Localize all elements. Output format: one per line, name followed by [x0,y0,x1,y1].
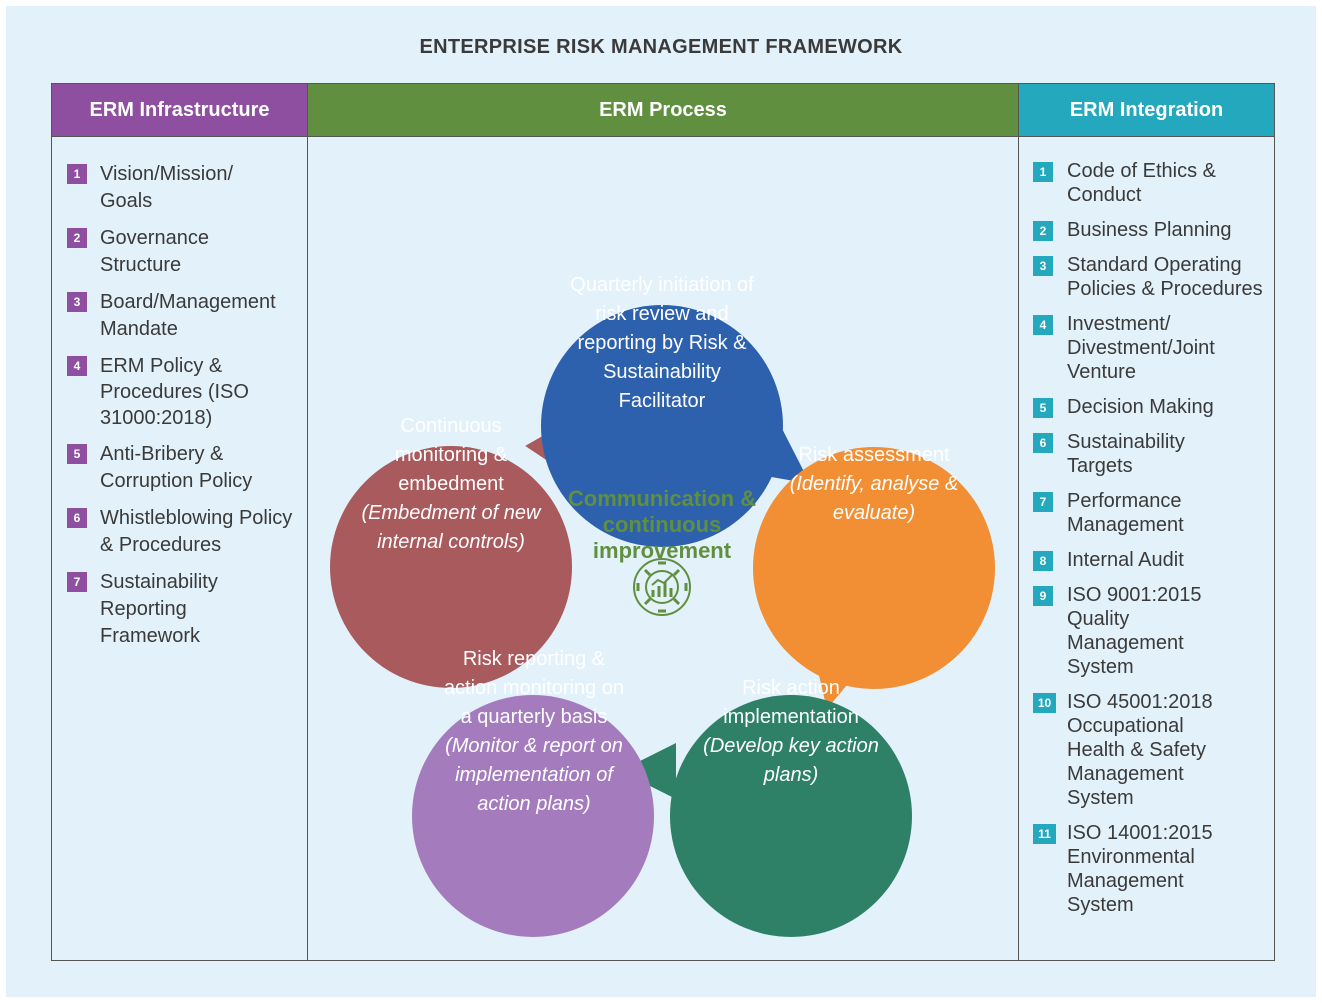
item-label: Whistleblowing Policy & Procedures [100,507,293,556]
step-text-action-implementation: Risk action implementation (Develop key … [703,677,879,786]
item-number-badge: 5 [67,444,87,464]
gear-chart-icon [633,558,691,616]
item-label: Governance Structure [100,227,209,276]
list-item: 8 Internal Audit [1033,548,1266,572]
item-label: Performance Management [1067,490,1184,536]
item-label: Decision Making [1067,396,1214,418]
item-number-badge: 1 [1033,162,1053,182]
item-label: Investment/ Divestment/Joint Venture [1067,313,1215,383]
list-item: 7 Performance Management [1033,489,1227,537]
item-number-badge: 2 [1033,221,1053,241]
item-number-badge: 5 [1033,398,1053,418]
item-label: Internal Audit [1067,549,1184,571]
item-number-badge: 6 [67,508,87,528]
item-label: Business Planning [1067,219,1232,241]
list-item: 6 Sustainability Targets [1033,430,1227,478]
item-number-badge: 7 [67,572,87,592]
item-number-badge: 4 [1033,315,1053,335]
step-circle-quarterly-initiation [541,305,783,547]
list-item: 5 Anti-Bribery & Corruption Policy [67,441,297,495]
infrastructure-list: 1 Vision/Mission/ Goals 2 Governance Struc… [52,137,307,650]
step-circle-risk-reporting [412,695,654,937]
list-item: 9 ISO 9001:2015 Quality Management System [1033,583,1237,679]
item-number-badge: 1 [67,164,87,184]
item-number-badge: 9 [1033,586,1053,606]
item-number-badge: 11 [1033,824,1056,844]
item-number-badge: 7 [1033,492,1053,512]
process-header: ERM Process [308,84,1018,137]
item-label: Anti-Bribery & Corruption Policy [100,443,253,492]
item-label: Sustainability Reporting Framework [100,571,218,647]
item-number-badge: 3 [67,292,87,312]
list-item: 4 ERM Policy & Procedures (ISO 31000:2018… [67,353,297,431]
step-circle-continuous-monitoring [330,446,572,688]
list-item: 10 ISO 45001:2018 Occupational Health & S… [1033,690,1247,810]
infrastructure-header: ERM Infrastructure [52,84,307,137]
step-text-risk-assessment: Risk assessment (Identify, analyse & eva… [789,444,959,524]
item-label: Vision/Mission/ Goals [100,163,234,212]
list-item: 2 Business Planning [1033,218,1266,242]
framework-table: ERM Infrastructure 1 Vision/Mission/ Goal… [51,83,1275,961]
integration-header: ERM Integration [1019,84,1274,137]
integration-list: 1 Code of Ethics & Conduct 2 Business Plan… [1019,137,1274,917]
list-item: 2 Governance Structure [67,225,260,279]
item-label: ISO 45001:2018 Occupational Health & Saf… [1067,691,1213,809]
list-item: 1 Vision/Mission/ Goals [67,161,260,215]
infrastructure-column: ERM Infrastructure 1 Vision/Mission/ Goal… [52,84,308,960]
item-label: ISO 9001:2015 Quality Management System [1067,584,1202,678]
item-number-badge: 2 [67,228,87,248]
list-item: 3 Board/Management Mandate [67,289,297,343]
process-cycle-diagram [330,305,995,937]
item-label: ISO 14001:2015 Environmental Management … [1067,822,1213,916]
list-item: 4 Investment/ Divestment/Joint Venture [1033,312,1242,384]
item-label: Standard Operating Policies & Procedures [1067,254,1263,300]
item-label: Board/Management Mandate [100,291,276,340]
integration-column: ERM Integration 1 Code of Ethics & Conduc… [1019,84,1274,960]
item-number-badge: 3 [1033,256,1053,276]
item-label: ERM Policy & Procedures (ISO 31000:2018) [100,355,249,429]
item-label: Code of Ethics & Conduct [1067,160,1216,206]
step-text-quarterly-initiation: Quarterly initiation of risk review and … [570,274,754,412]
list-item: 5 Decision Making [1033,395,1266,419]
list-item: 7 Sustainability Reporting Framework [67,569,250,650]
step-circle-action-implementation [670,695,912,937]
process-column: ERM Process [308,84,1019,960]
list-item: 1 Code of Ethics & Conduct [1033,159,1237,207]
item-number-badge: 6 [1033,433,1053,453]
item-label: Sustainability Targets [1067,431,1185,477]
list-item: 6 Whistleblowing Policy & Procedures [67,505,297,559]
list-item: 3 Standard Operating Policies & Procedure… [1033,253,1266,301]
step-circle-risk-assessment [753,447,995,689]
center-label: Communication & continuous improvement [567,486,757,563]
page-title: ENTERPRISE RISK MANAGEMENT FRAMEWORK [419,36,903,58]
step-text-risk-reporting: Risk reporting & action monitoring on a … [443,648,625,815]
step-text-continuous-monitoring: Continuous monitoring & embedment (Embed… [361,415,541,553]
item-number-badge: 8 [1033,551,1053,571]
item-number-badge: 4 [67,356,87,376]
item-number-badge: 10 [1033,693,1056,713]
list-item: 11 ISO 14001:2015 Environmental Managemen… [1033,821,1237,917]
